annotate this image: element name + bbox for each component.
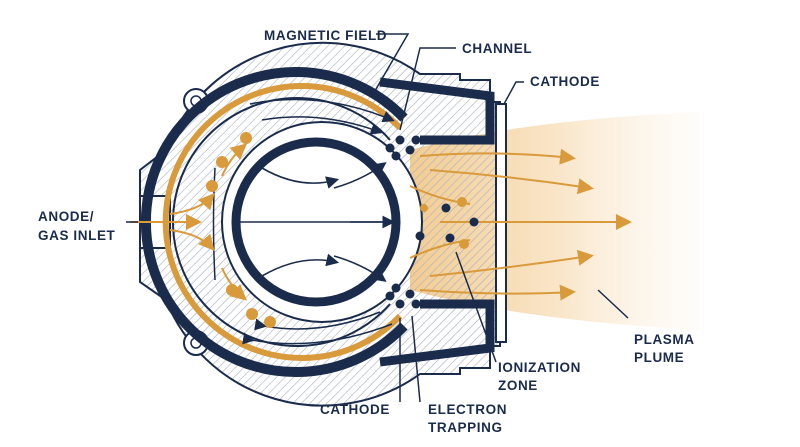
leader-lines [126,33,629,403]
electrons [385,135,479,309]
label-cathode-bottom: CATHODE [320,402,390,417]
gas-particles [206,132,276,328]
label-anode-line2: GAS INLET [38,228,116,243]
plume-arrows [409,148,632,301]
label-ionization-line2: ZONE [498,378,538,393]
label-anode-line1: ANODE/ [38,209,94,224]
label-ionization-line1: IONIZATION [498,360,581,375]
label-plasma-line1: PLASMA [634,332,695,347]
ions [420,197,469,249]
field-lines-inner [240,162,396,282]
label-electron-line1: ELECTRON [428,402,507,417]
label-cathode-top: CATHODE [530,74,600,89]
label-electron-line2: TRAPPING [428,420,503,435]
field-lines-outer [212,98,395,345]
label-channel: CHANNEL [462,41,532,56]
label-plasma-line2: PLUME [634,350,684,365]
label-magnetic-field: MAGNETIC FIELD [264,28,387,43]
